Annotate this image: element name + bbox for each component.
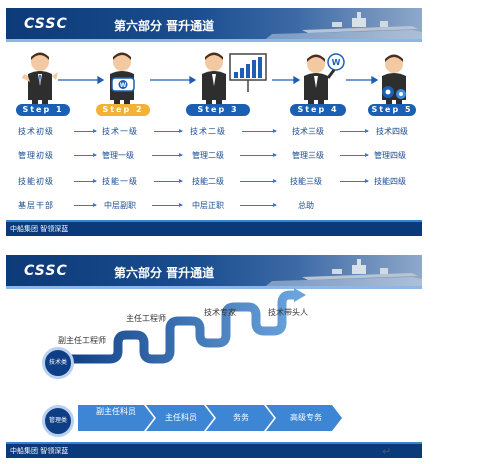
businessman-icon	[22, 52, 58, 108]
cell-r3-c3: 技能二级	[192, 177, 224, 186]
slide-promotion-path: CSSC 第六部分 晋升通道 技术类 副主任工程师 主任工程师 技术专家 技术带…	[6, 255, 422, 458]
row-arrow	[152, 203, 183, 207]
businessman-chart-icon	[202, 52, 267, 108]
row-arrow	[240, 203, 277, 207]
cell-r3-c5: 技能四级	[374, 177, 406, 186]
row-arrow	[340, 179, 369, 183]
cell-r1-c5: 技术四级	[376, 127, 408, 136]
slide-header: CSSC 第六部分 晋升通道	[6, 8, 422, 42]
row-arrow	[74, 153, 97, 157]
step-5-label: Step 5	[368, 104, 416, 116]
footer-text: 中船集团 智领深蓝	[10, 225, 69, 233]
row-arrow	[340, 129, 369, 133]
cell-r2-c4: 管理三级	[292, 151, 324, 160]
cell-r3-c4: 技能三级	[290, 177, 322, 186]
ship-image	[262, 259, 422, 289]
businessman-gears-icon	[382, 54, 406, 108]
tech-start-label: 技术类	[48, 359, 67, 366]
svg-text:W: W	[120, 82, 127, 89]
step-4-label: Step 4	[290, 104, 346, 116]
cell-r1-c1: 技术初级	[18, 127, 54, 136]
footer-accent	[6, 442, 422, 444]
cell-r4-c4: 总助	[298, 201, 314, 210]
cell-r1-c3: 技术二级	[190, 127, 226, 136]
businessman-sign-icon: W	[110, 52, 135, 108]
footer-text: 中船集团 智领深蓝	[10, 447, 69, 455]
tech-start-circle: 技术类	[42, 347, 74, 379]
cell-r1-c4: 技术三级	[292, 127, 324, 136]
paragraph-mark-icon: ↵	[382, 445, 392, 458]
row-arrow	[154, 129, 183, 133]
cell-r3-c1: 技能初级	[18, 177, 54, 186]
chevron-label-4: 高级专务	[290, 413, 322, 422]
tech-staircase-path	[66, 288, 306, 364]
cell-r1-c2: 技术一级	[102, 127, 138, 136]
cell-r4-c2: 中层副职	[104, 201, 136, 210]
mgmt-chevron-row	[78, 405, 342, 431]
chevron-label-1: 副主任科员	[96, 407, 136, 416]
stair-label-3: 技术专家	[204, 308, 236, 317]
ship-image	[262, 12, 422, 42]
slide-title: 第六部分 晋升通道	[114, 266, 215, 280]
cell-r2-c5: 管理四级	[374, 151, 406, 160]
businessman-raise-icon: W	[304, 53, 345, 108]
header-stripe	[6, 39, 422, 42]
stair-label-4: 技术带头人	[268, 308, 308, 317]
cell-r2-c3: 管理二级	[192, 151, 224, 160]
cell-r2-c1: 管理初级	[18, 151, 54, 160]
row-arrow	[240, 179, 277, 183]
slide-title: 第六部分 晋升通道	[114, 19, 215, 33]
chevron-label-3: 务务	[233, 413, 249, 422]
stair-label-2: 主任工程师	[126, 314, 166, 323]
step-2-label: Step 2	[96, 104, 150, 116]
cell-r2-c2: 管理一级	[102, 151, 134, 160]
row-arrow	[154, 179, 183, 183]
cell-r4-c3: 中层正职	[192, 201, 224, 210]
row-arrow	[74, 203, 97, 207]
slide-footer: 中船集团 智领深蓝	[6, 222, 422, 236]
stair-label-1: 副主任工程师	[58, 336, 106, 345]
slide-header: CSSC 第六部分 晋升通道	[6, 255, 422, 289]
cell-r3-c2: 技能一级	[102, 177, 138, 186]
chevron-label-2: 主任科员	[165, 413, 197, 422]
cssc-logo: CSSC	[24, 16, 68, 32]
slide-promotion-steps: CSSC 第六部分 晋升通道	[6, 8, 422, 236]
row-arrow	[152, 153, 183, 157]
cssc-logo: CSSC	[24, 263, 68, 279]
row-arrow	[242, 129, 277, 133]
row-arrow	[240, 153, 277, 157]
svg-text:W: W	[332, 58, 341, 67]
mgmt-start-label: 管理类	[48, 417, 67, 424]
row-arrow	[74, 179, 97, 183]
row-arrow	[74, 129, 97, 133]
slide-footer: 中船集团 智领深蓝	[6, 444, 422, 458]
row-arrow	[340, 153, 369, 157]
step-1-label: Step 1	[16, 104, 70, 116]
header-stripe	[6, 286, 422, 289]
step-3-label: Step 3	[186, 104, 250, 116]
businessman-figures: W W	[22, 52, 406, 108]
mgmt-start-circle: 管理类	[42, 405, 74, 437]
cell-r4-c1: 基层干部	[18, 201, 54, 210]
footer-accent	[6, 220, 422, 222]
